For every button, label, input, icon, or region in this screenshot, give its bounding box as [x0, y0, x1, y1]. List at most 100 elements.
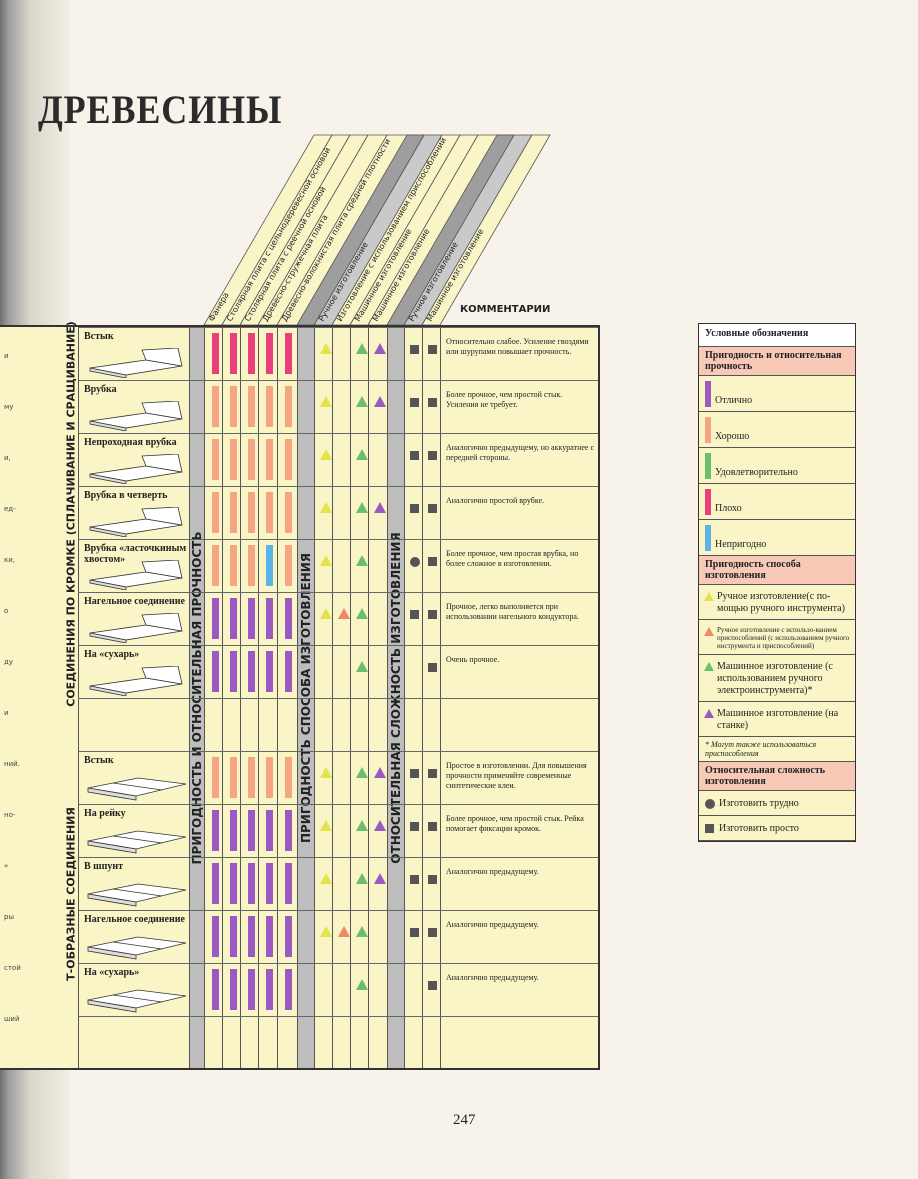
joint-illustration: [89, 613, 183, 643]
legend-bar-poor: [705, 489, 711, 515]
difficulty-easy: [428, 610, 437, 619]
legend-section-difficulty: Относительная сложность изготовления: [699, 762, 855, 791]
strength-bar-excellent: [285, 598, 292, 639]
strength-bar-excellent: [285, 651, 292, 692]
legend-item-poor: Плохо: [699, 484, 855, 520]
strength-bar-excellent: [248, 969, 255, 1010]
column-divider: [297, 327, 298, 1068]
strength-bar-good: [248, 386, 255, 427]
column-divider: [387, 327, 388, 1068]
difficulty-easy: [428, 398, 437, 407]
strength-bar-excellent: [266, 810, 273, 851]
strength-bar-good: [230, 545, 237, 586]
comments-header: КОММЕНТАРИИ: [460, 304, 551, 315]
method-triangle-machine: [374, 767, 386, 778]
method-triangle-power: [356, 767, 368, 778]
difficulty-easy: [428, 557, 437, 566]
strength-bar-excellent: [212, 810, 219, 851]
strength-bar-excellent: [266, 651, 273, 692]
table-row: Непроходная врубка: [78, 433, 598, 486]
left-margin-fragment: о: [4, 607, 9, 615]
strength-bar-excellent: [212, 916, 219, 957]
joint-comment: Очень прочное.: [446, 655, 500, 664]
method-triangle-power: [356, 555, 368, 566]
joint-illustration: [89, 507, 183, 537]
legend-item-label: Плохо: [715, 503, 742, 514]
legend-item-label: Машинное изготовление (с использованием …: [717, 661, 833, 696]
legend-item-satisfactory: Удовлетворительно: [699, 448, 855, 484]
strength-bar-excellent: [212, 969, 219, 1010]
method-triangle-power: [356, 661, 368, 672]
joint-comment: Более прочное, чем простой стык. Усилени…: [446, 390, 563, 409]
legend-bar-unsuitable: [705, 525, 711, 551]
strength-bar-excellent: [266, 863, 273, 904]
difficulty-easy: [410, 345, 419, 354]
strength-bar-excellent: [230, 863, 237, 904]
strength-bar-excellent: [266, 969, 273, 1010]
legend-section-method: Пригодность способа изготовления: [699, 556, 855, 585]
joint-comment: Прочное, легко выполняется при использов…: [446, 602, 579, 621]
joint-name: В шпунт: [84, 861, 124, 872]
left-margin-fragment: му: [4, 403, 14, 411]
strength-bar-excellent: [230, 916, 237, 957]
difficulty-easy: [428, 875, 437, 884]
method-triangle-power: [356, 979, 368, 990]
strength-bar-good: [212, 545, 219, 586]
joint-comment: Более прочное, чем простой стык. Рейка п…: [446, 814, 584, 833]
strength-bar-poor: [285, 333, 292, 374]
left-margin-fragment: ры: [4, 913, 14, 921]
legend-item-tri_hand: Ручное изготовление(с по-мощью ручного и…: [699, 585, 855, 620]
joint-name: Нагельное соединение: [84, 596, 185, 607]
table-row: [78, 1016, 598, 1069]
legend-title: Условные обозначения: [699, 324, 855, 347]
method-triangle-hand: [320, 343, 332, 354]
method-triangle-fixture: [338, 608, 350, 619]
column-divider: [78, 327, 79, 1068]
difficulty-easy: [428, 345, 437, 354]
joint-illustration: [87, 830, 187, 854]
legend-section-strength: Пригодность и относительная прочность: [699, 347, 855, 376]
column-divider: [258, 327, 259, 1068]
legend-item-label: Изготовить просто: [719, 823, 799, 834]
method-triangle-hand: [320, 502, 332, 513]
difficulty-easy: [410, 504, 419, 513]
group-label-t: Т-ОБРАЗНЫЕ СОЕДИНЕНИЯ: [64, 807, 78, 981]
joint-illustration: [89, 560, 183, 590]
legend-bar-good: [705, 417, 711, 443]
left-margin-fragment: и: [4, 709, 9, 717]
strength-bar-excellent: [212, 863, 219, 904]
legend-item-label: Отлично: [715, 395, 753, 406]
difficulty-easy: [410, 822, 419, 831]
difficulty-easy: [428, 769, 437, 778]
column-divider: [350, 327, 351, 1068]
strength-bar-good: [248, 545, 255, 586]
difficulty-easy: [410, 928, 419, 937]
column-divider: [277, 327, 278, 1068]
strength-band: ПРИГОДНОСТЬ И ОТНОСИТЕЛЬНАЯ ПРОЧНОСТЬ: [189, 327, 204, 1068]
table-row: Встык: [78, 327, 598, 380]
table-row: В шпунт: [78, 857, 598, 910]
left-margin-fragment: стой: [4, 964, 21, 972]
page-number: 247: [453, 1112, 476, 1128]
table-row: На «сухарь»: [78, 645, 598, 698]
group-label-edge: СОЕДИНЕНИЯ ПО КРОМКЕ (СПЛАЧИВАНИЕ И СРАЩ…: [64, 321, 78, 707]
strength-bar-good: [230, 492, 237, 533]
left-margin-fragment: ний.: [4, 760, 20, 768]
method-triangle-machine: [374, 396, 386, 407]
strength-bar-excellent: [285, 810, 292, 851]
joint-comment: Простое в изготовлении. Для повышения пр…: [446, 761, 587, 790]
method-triangle-hand: [320, 820, 332, 831]
difficulty-hard: [410, 557, 420, 567]
strength-bar-poor: [212, 333, 219, 374]
strength-bar-excellent: [248, 863, 255, 904]
joint-name: Встык: [84, 331, 114, 342]
joint-name: Непроходная врубка: [84, 437, 177, 448]
strength-bar-good: [266, 386, 273, 427]
strength-bar-good: [230, 386, 237, 427]
legend-item-label: Хорошо: [715, 431, 750, 442]
strength-bar-poor: [248, 333, 255, 374]
strength-bar-excellent: [230, 810, 237, 851]
strength-bar-poor: [266, 333, 273, 374]
strength-bar-good: [266, 492, 273, 533]
